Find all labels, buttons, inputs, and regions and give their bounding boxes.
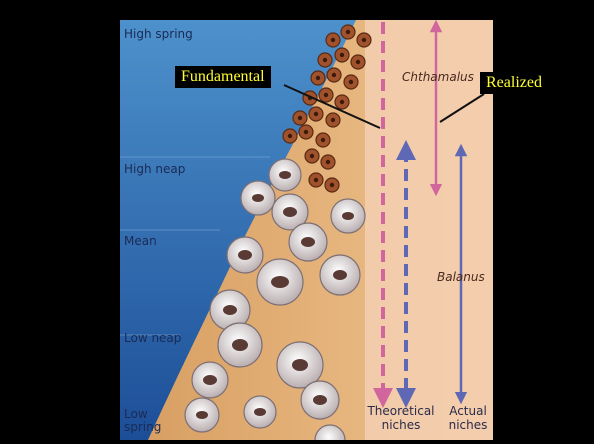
- species-label-chthamalus: Chthamalus: [402, 70, 474, 84]
- tide-label-low-neap: Low neap: [124, 332, 181, 345]
- tide-label-high-neap: High neap: [124, 163, 185, 176]
- tide-label-low-spring: Low spring: [124, 408, 161, 434]
- fundamental-callout: Fundamental: [175, 66, 271, 88]
- tide-label-high-spring: High spring: [124, 28, 193, 41]
- realized-callout: Realized: [480, 72, 548, 94]
- species-label-balanus: Balanus: [437, 270, 485, 284]
- tide-label-mean: Mean: [124, 235, 157, 248]
- theoretical-niches-label: Theoretical niches: [364, 404, 438, 432]
- actual-niches-label: Actual niches: [442, 404, 493, 432]
